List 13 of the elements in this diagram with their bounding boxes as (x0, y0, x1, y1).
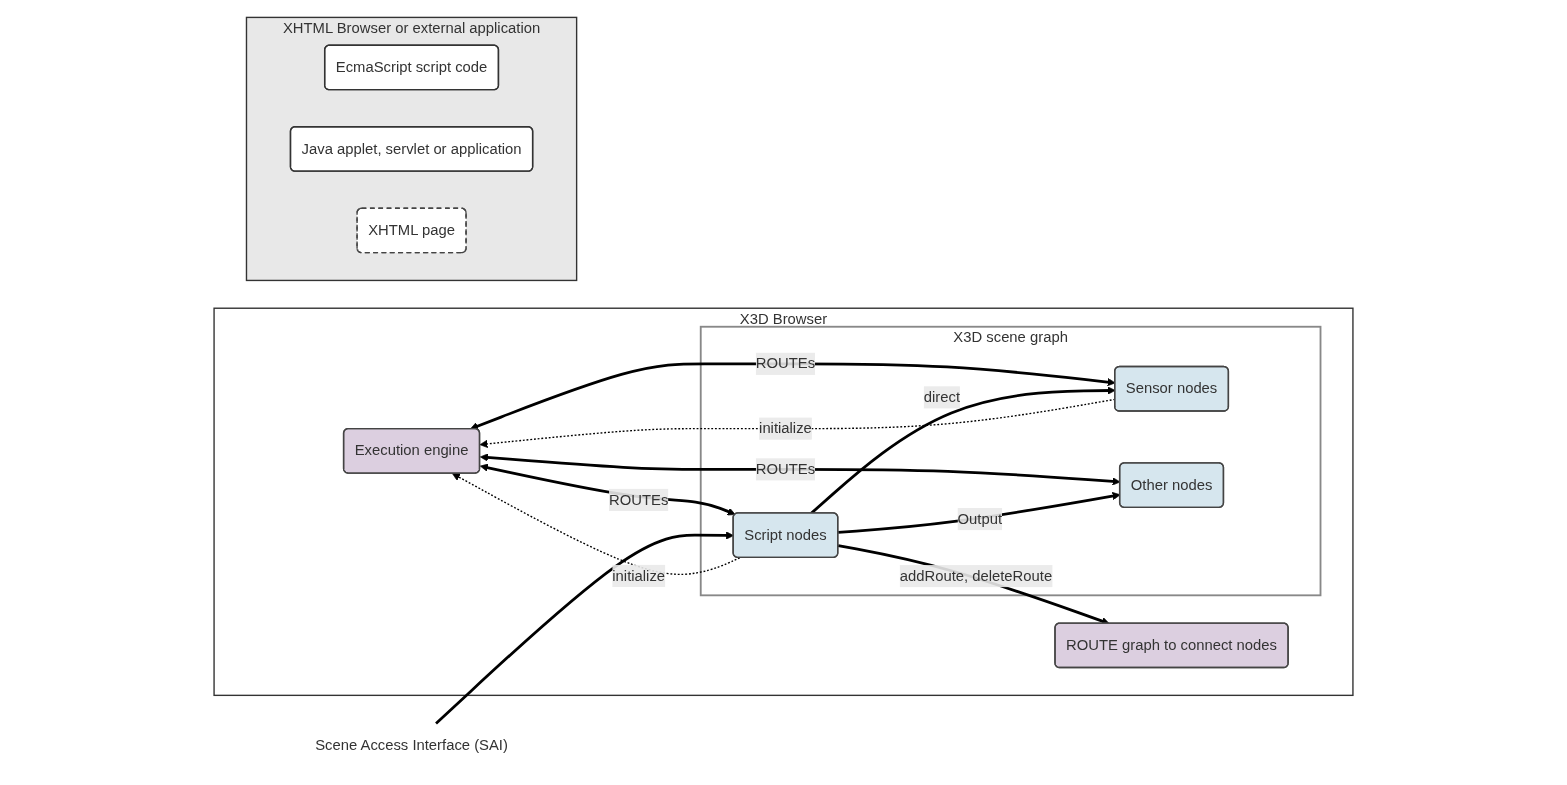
arrow (837, 544, 1110, 625)
node-text: Scene Access Interface (SAI) (315, 737, 508, 753)
edge-label: ROUTEs (755, 355, 816, 372)
arrow (452, 473, 741, 576)
edge-label: direct (923, 389, 961, 405)
edge-label: Output (957, 510, 1003, 527)
arrow (435, 531, 734, 725)
edge-label: addRoute, deleteRoute (899, 567, 1053, 584)
edge-label: initialize (612, 567, 666, 584)
edge-label: ROUTEs (755, 461, 816, 477)
edge-label: ROUTEs (609, 491, 669, 508)
arrow (480, 463, 736, 516)
edge-label: initialize (759, 420, 812, 437)
